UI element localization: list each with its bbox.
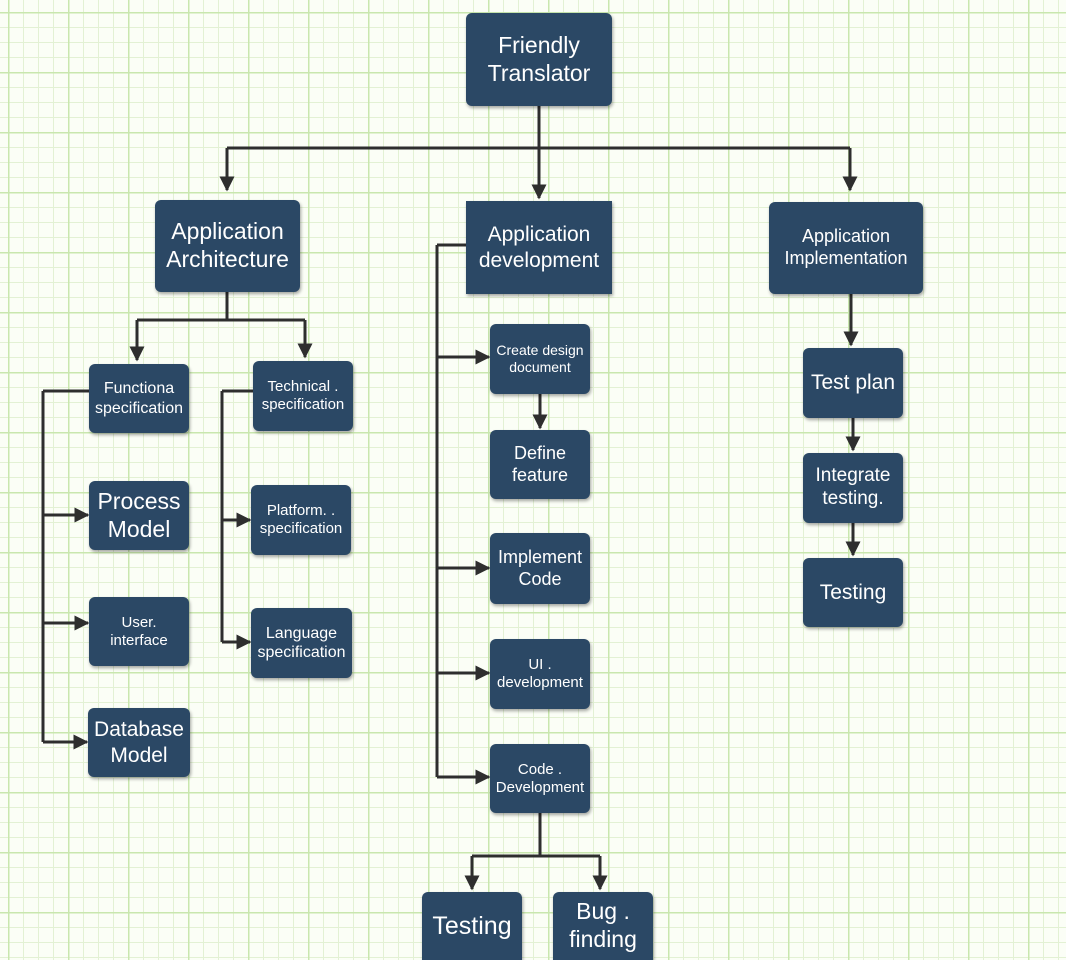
- node-application-architecture[interactable]: Application Architecture: [155, 200, 300, 292]
- node-process-model[interactable]: Process Model: [89, 481, 189, 550]
- node-code-development[interactable]: Code . Development: [490, 744, 590, 813]
- node-implement-code[interactable]: Implement Code: [490, 533, 590, 604]
- node-impl-testing[interactable]: Testing: [803, 558, 903, 627]
- node-ui-development[interactable]: UI . development: [490, 639, 590, 709]
- node-friendly-translator[interactable]: Friendly Translator: [466, 13, 612, 106]
- node-application-implementation[interactable]: Application Implementation: [769, 202, 923, 294]
- node-database-model[interactable]: Database Model: [88, 708, 190, 777]
- node-platform-specification[interactable]: Platform. . specification: [251, 485, 351, 555]
- node-create-design-document[interactable]: Create design document: [490, 324, 590, 394]
- node-application-development[interactable]: Application development: [466, 201, 612, 294]
- node-dev-testing[interactable]: Testing: [422, 892, 522, 960]
- node-test-plan[interactable]: Test plan: [803, 348, 903, 418]
- node-user-interface[interactable]: User. interface: [89, 597, 189, 666]
- node-functional-specification[interactable]: Functiona specification: [89, 364, 189, 433]
- node-define-feature[interactable]: Define feature: [490, 430, 590, 499]
- node-technical-specification[interactable]: Technical . specification: [253, 361, 353, 431]
- node-language-specification[interactable]: Language specification: [251, 608, 352, 678]
- node-integrate-testing[interactable]: Integrate testing.: [803, 453, 903, 523]
- node-bug-finding[interactable]: Bug . finding: [553, 892, 653, 960]
